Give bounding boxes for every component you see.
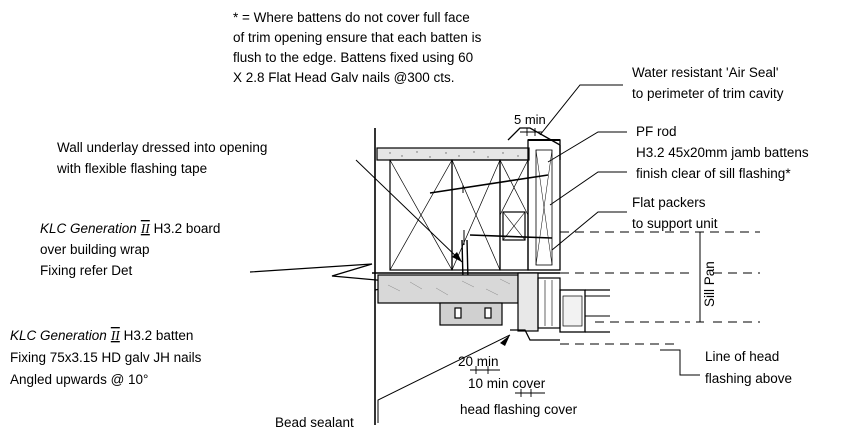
note-battens-line1: * = Where battens do not cover full face [233, 10, 470, 25]
label-klc-board-3: Fixing refer Det [40, 263, 133, 278]
top-plaster-strip [376, 147, 530, 161]
note-battens-line2: of trim opening ensure that each batten … [233, 30, 482, 45]
trim-upright [527, 139, 561, 271]
sill-flashing [517, 272, 539, 332]
label-flat-packers-2: to support unit [632, 216, 718, 231]
klc-batten [439, 302, 503, 326]
label-bead-sealant: Bead sealant [275, 415, 354, 430]
label-flat-packers-1: Flat packers [632, 195, 706, 210]
label-twenty-min: 20 min [458, 354, 499, 369]
note-battens-line4: X 2.8 Flat Head Galv nails @300 cts. [233, 70, 455, 85]
leader-arrowheads [452, 252, 510, 346]
label-klc-batten-3: Angled upwards @ 10° [10, 372, 148, 387]
sill-board-hatch [387, 278, 511, 296]
label-sill-pan: Sill Pan [702, 261, 717, 307]
label-klc-board-2: over building wrap [40, 242, 150, 257]
window-frame [559, 289, 586, 333]
label-pf-rod: PF rod [636, 124, 677, 139]
label-line-of-head-2: flashing above [705, 371, 792, 386]
label-wall-underlay-1: Wall underlay dressed into opening [57, 140, 267, 155]
annotation-text: * = Where battens do not cover full face… [10, 10, 809, 430]
label-wall-underlay-2: with flexible flashing tape [56, 161, 207, 176]
label-air-seal-2: to perimeter of trim cavity [632, 86, 784, 101]
label-head-flashing-cover: head flashing cover [460, 402, 578, 417]
label-line-of-head-1: Line of head [705, 349, 779, 364]
label-air-seal-1: Water resistant 'Air Seal' [632, 65, 778, 80]
note-battens-line3: flush to the edge. Battens fixed using 6… [233, 50, 473, 65]
ten-min-cover-dimension [515, 389, 545, 397]
plaster-speckle [389, 151, 519, 158]
nail-upper [429, 174, 549, 194]
dashed-reference-lines [560, 231, 760, 345]
drawing-geometry [249, 84, 760, 425]
five-min-dimension [520, 128, 542, 136]
label-jamb-battens-2: finish clear of sill flashing* [636, 166, 791, 181]
twenty-min-dimension [470, 366, 500, 374]
sill-board [377, 274, 519, 304]
label-jamb-battens-1: H3.2 45x20mm jamb battens [636, 145, 809, 160]
label-ten-min-cover: 10 min cover [468, 376, 546, 391]
air-seal-strip [507, 127, 561, 146]
nail-lower [469, 234, 553, 239]
leader-lines [355, 84, 700, 423]
label-five-min: 5 min [514, 112, 546, 127]
label-klc-batten-2: Fixing 75x3.15 HD galv JH nails [10, 350, 202, 365]
